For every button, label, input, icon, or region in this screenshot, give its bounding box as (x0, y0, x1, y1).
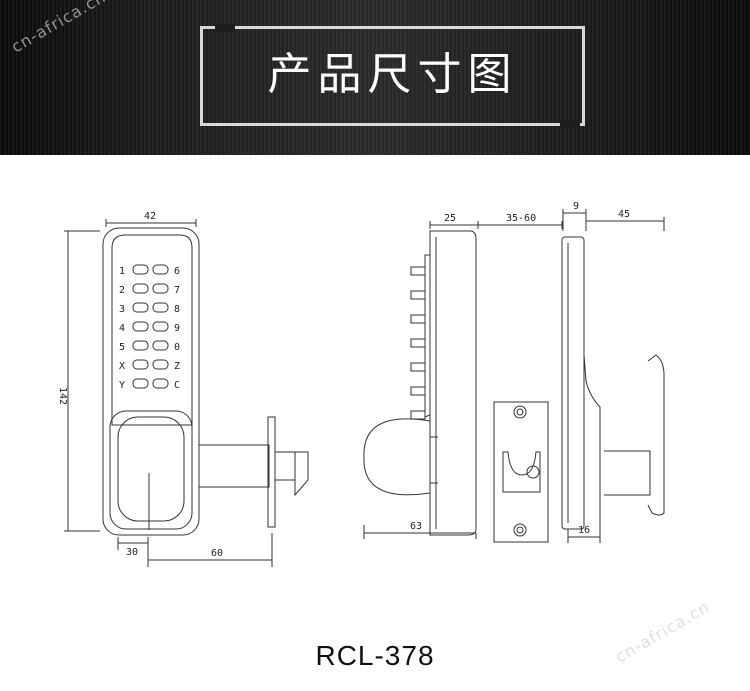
dim-width: 42 (144, 211, 156, 222)
key-label-left: Y (119, 380, 125, 391)
model-name: RCL-378 (315, 640, 435, 671)
key-label-right: 6 (174, 266, 180, 277)
dim-door: 35-60 (506, 213, 536, 224)
keypad-panel (111, 234, 193, 426)
dim-knob: 30 (126, 547, 138, 558)
key-label-left: 2 (119, 285, 125, 296)
side-body (429, 230, 477, 536)
dim-depth: 63 (410, 521, 422, 532)
header-banner: 产品尺寸图 (0, 0, 750, 155)
dim-lever: 45 (618, 209, 630, 220)
knob-shape (117, 416, 185, 522)
dimension-labels: 42 142 30 60 25 35-60 63 9 45 16 (57, 201, 630, 559)
lock-body-outline (102, 227, 200, 536)
key-label-right: 7 (174, 285, 180, 296)
key-label-left: X (119, 361, 125, 372)
dim-spindle: 60 (211, 548, 223, 559)
front-view (64, 219, 309, 567)
latch-bolt-bevel (294, 451, 309, 497)
back-plate (561, 236, 585, 530)
spindle-housing (198, 444, 270, 488)
side-view (363, 221, 563, 539)
strike-plate (493, 401, 549, 543)
knob-housing (109, 410, 193, 530)
key-label-right: 8 (174, 304, 180, 315)
side-keypad-edge (424, 254, 431, 418)
dim-height: 142 (57, 387, 68, 405)
key-label-right: C (174, 380, 180, 391)
side-knob (363, 418, 431, 496)
strike-opening (502, 451, 541, 493)
back-plate-curve (583, 354, 601, 529)
lever-handle (647, 354, 665, 516)
title-frame-gap (560, 120, 580, 128)
keypad-buttons (132, 264, 169, 389)
key-label-left: 4 (119, 323, 125, 334)
key-label-left: 5 (119, 342, 125, 353)
dim-body: 25 (444, 213, 456, 224)
title-frame (200, 26, 585, 126)
key-label-right: 0 (174, 342, 180, 353)
latch-bolt (274, 451, 296, 481)
key-label-right: Z (174, 361, 180, 372)
keypad-labels: 1 2 3 4 5 X Y 6 7 8 9 0 Z C (119, 266, 180, 391)
dim-base: 16 (578, 525, 590, 536)
title-frame-gap (215, 24, 235, 32)
key-label-right: 9 (174, 323, 180, 334)
lever-shaft (604, 450, 651, 496)
page-title: 产品尺寸图 (267, 49, 518, 100)
back-view (561, 209, 665, 543)
key-label-left: 3 (119, 304, 125, 315)
dimension-drawing: 1 2 3 4 5 X Y 6 7 8 9 0 Z C 42 142 30 60… (57, 201, 665, 567)
strike-plate-outline (493, 401, 549, 543)
key-label-left: 1 (119, 266, 125, 277)
dim-plate: 9 (573, 201, 579, 212)
